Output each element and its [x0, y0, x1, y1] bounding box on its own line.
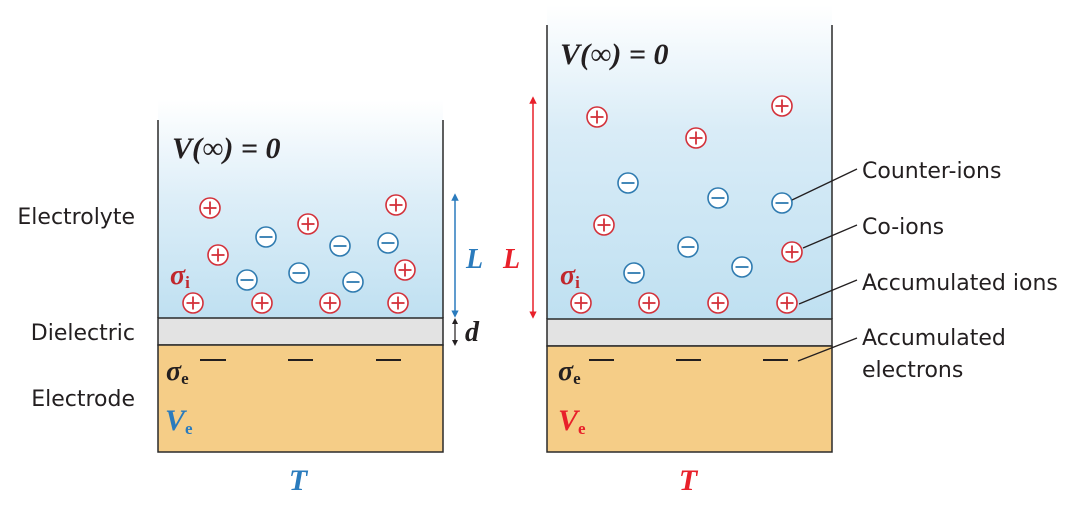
cation-icon	[776, 292, 798, 314]
left-boundary-condition: V(∞) = 0	[172, 132, 280, 165]
anion-icon	[255, 226, 277, 248]
anion-icon	[288, 262, 310, 284]
left-dielectric	[157, 317, 444, 346]
left-length-label: L	[465, 244, 483, 275]
cation-icon	[319, 292, 341, 314]
anion-icon	[707, 187, 729, 209]
anion-icon	[617, 172, 639, 194]
cation-icon	[251, 292, 273, 314]
right-boundary-condition: V(∞) = 0	[560, 38, 668, 71]
cation-icon	[771, 95, 793, 117]
leader-co-ions	[802, 224, 858, 249]
leader-counter-ions	[791, 168, 858, 201]
anion-icon	[771, 192, 793, 214]
anion-icon	[342, 271, 364, 293]
cation-icon	[297, 213, 319, 235]
anion-icon	[377, 232, 399, 254]
label-electrolyte: Electrolyte	[17, 205, 135, 230]
cation-icon	[207, 244, 229, 266]
left-electrode	[157, 344, 444, 453]
left-sigma-i: σi	[170, 260, 190, 292]
anion-icon	[329, 235, 351, 257]
anion-icon	[623, 262, 645, 284]
leader-accumulated-ions	[798, 279, 858, 305]
label-dielectric: Dielectric	[31, 321, 135, 346]
label-electrode: Electrode	[31, 387, 135, 412]
right-sigma-i: σi	[560, 260, 580, 292]
right-electrode	[546, 345, 833, 453]
left-ions	[182, 194, 416, 314]
right-sigma-e: σe	[558, 356, 581, 388]
callout-lines	[791, 168, 858, 362]
cation-icon	[199, 197, 221, 219]
cation-icon	[570, 292, 592, 314]
left-ve: Ve	[165, 404, 193, 438]
cation-icon	[638, 292, 660, 314]
callout-counter-ions: Counter-ions	[862, 159, 1001, 184]
cation-icon	[387, 292, 409, 314]
cation-icon	[593, 214, 615, 236]
right-temperature: T	[679, 464, 699, 497]
right-length-label: L	[502, 244, 520, 275]
cation-icon	[385, 194, 407, 216]
left-panel: V(∞) = 0 σi σe Ve L d T	[157, 100, 483, 497]
thickness-label: d	[465, 317, 480, 348]
anion-icon	[677, 236, 699, 258]
cation-icon	[182, 292, 204, 314]
cation-icon	[586, 106, 608, 128]
cation-icon	[394, 259, 416, 281]
cation-icon	[781, 241, 803, 263]
right-dielectric	[546, 318, 833, 347]
left-temperature: T	[289, 464, 309, 497]
anion-icon	[731, 256, 753, 278]
cation-icon	[707, 292, 729, 314]
callout-accumulated-ions: Accumulated ions	[862, 271, 1058, 296]
callout-accumulated-electrons-line2: electrons	[862, 358, 963, 383]
right-electrolyte	[547, 5, 832, 319]
right-ve: Ve	[558, 404, 586, 438]
right-ions	[570, 95, 803, 314]
right-panel: V(∞) = 0 σi σe Ve L T	[502, 5, 833, 497]
callout-accumulated-electrons-line1: Accumulated	[862, 326, 1006, 351]
anion-icon	[236, 269, 258, 291]
leader-accumulated-electrons	[797, 337, 858, 362]
callout-co-ions: Co-ions	[862, 215, 944, 240]
cation-icon	[685, 127, 707, 149]
left-sigma-e: σe	[166, 356, 189, 388]
